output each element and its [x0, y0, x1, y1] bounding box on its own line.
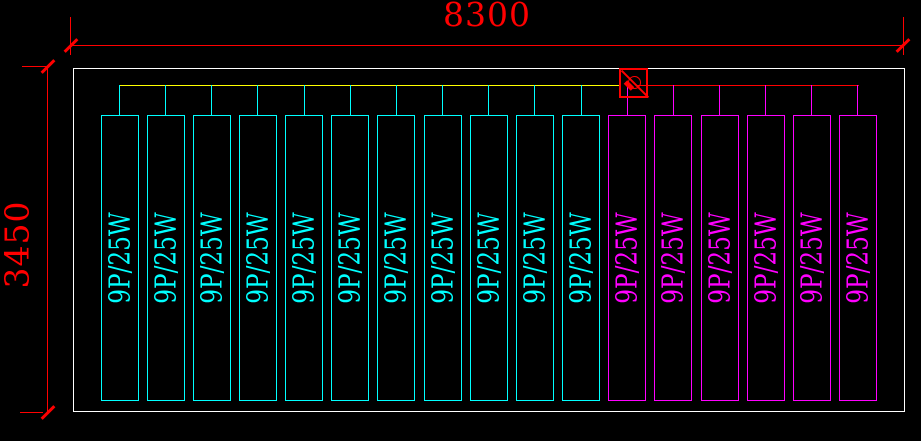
dimension-width-value: 8300 [443, 0, 531, 34]
lamp-drop-wire [811, 85, 813, 115]
lamp-rect: 9P/25W [146, 115, 185, 401]
room-outline [73, 68, 905, 412]
lamp-rect: 9P/25W [238, 115, 277, 401]
lamp-drop-wire [857, 85, 859, 115]
lamp-drop-wire [719, 85, 721, 115]
lamp-drop-wire [257, 85, 259, 115]
extension-line-left-top [22, 66, 48, 67]
lamp-rect: 9P/25W [746, 115, 785, 401]
lamp-label: 9P/25W [702, 212, 737, 304]
lamp-label: 9P/25W [794, 212, 829, 304]
lamp-rect: 9P/25W [469, 115, 508, 401]
lamp-rect: 9P/25W [515, 115, 554, 401]
wire-bus-circuit-2 [637, 85, 859, 86]
lamp-rect: 9P/25W [654, 115, 693, 401]
lamp-label: 9P/25W [148, 212, 183, 304]
lamp-label: 9P/25W [471, 212, 506, 304]
lamp-label: 9P/25W [378, 212, 413, 304]
lamp-label: 9P/25W [609, 212, 644, 304]
lamp-rect: 9P/25W [838, 115, 877, 401]
lamp-rect: 9P/25W [100, 115, 139, 401]
lamp-label: 9P/25W [748, 212, 783, 304]
lamp-rect: 9P/25W [285, 115, 324, 401]
extension-line-top-left [70, 17, 71, 55]
lamp-label: 9P/25W [332, 212, 367, 304]
junction-box-icon [619, 68, 648, 98]
lamp-label: 9P/25W [425, 212, 460, 304]
lamp-label: 9P/25W [563, 212, 598, 304]
lamp-drop-wire [534, 85, 536, 115]
wire-bus-circuit-1 [119, 85, 619, 86]
lamp-drop-wire [580, 85, 582, 115]
lamp-drop-wire [488, 85, 490, 115]
lamp-label: 9P/25W [840, 212, 875, 304]
lamp-rect: 9P/25W [331, 115, 370, 401]
lamp-drop-wire [442, 85, 444, 115]
lamp-rect: 9P/25W [423, 115, 462, 401]
lamp-drop-wire [765, 85, 767, 115]
dimension-width-line [71, 45, 903, 46]
lamp-label: 9P/25W [102, 212, 136, 304]
lamp-label: 9P/25W [194, 212, 229, 304]
dimension-height-line [47, 67, 48, 413]
lamp-label: 9P/25W [286, 212, 321, 304]
lamp-drop-wire [303, 85, 305, 115]
lamp-label: 9P/25W [655, 212, 690, 304]
lamp-drop-wire [626, 85, 628, 115]
lamp-rect: 9P/25W [700, 115, 739, 401]
extension-line-top-right [903, 17, 904, 55]
lamp-rect: 9P/25W [792, 115, 831, 401]
lamp-label: 9P/25W [240, 212, 275, 304]
lamp-rect: 9P/25W [192, 115, 231, 401]
lamp-rect: 9P/25W [608, 115, 647, 401]
lamp-rect: 9P/25W [377, 115, 416, 401]
lamp-drop-wire [211, 85, 213, 115]
lamp-drop-wire [349, 85, 351, 115]
lamp-drop-wire [672, 85, 674, 115]
lamp-drop-wire [165, 85, 167, 115]
lamp-drop-wire [395, 85, 397, 115]
lamp-label: 9P/25W [517, 212, 552, 304]
lamp-rect: 9P/25W [562, 115, 601, 401]
lamp-drop-wire [119, 85, 120, 115]
extension-line-left-bottom [20, 412, 43, 413]
